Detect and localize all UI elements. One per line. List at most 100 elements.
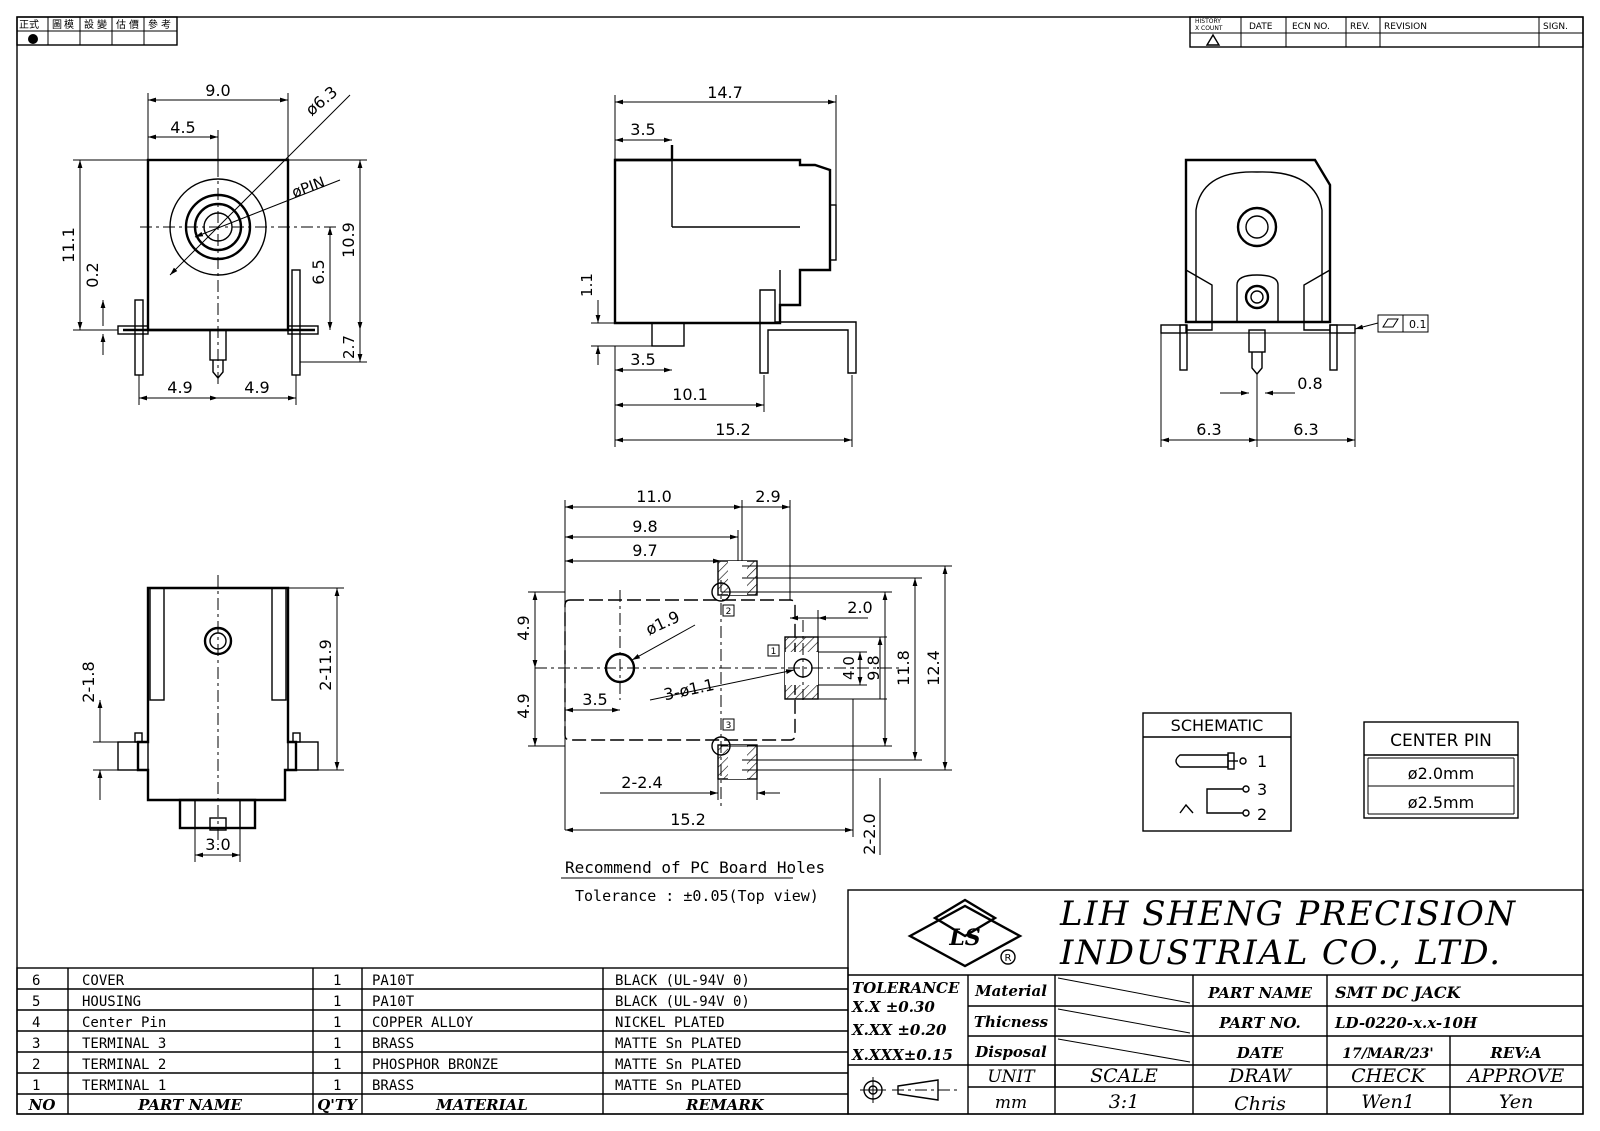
bom-no: 6 [32,973,40,989]
dim-pcb-224: 2-2.4 [621,773,662,792]
stamp-label-drawing: 圖 [52,19,62,31]
schematic-pin1: 1 [1257,752,1267,771]
tolerance-xx: X.X ±0.30 [851,998,935,1016]
part-name-label: PART NAME [1207,984,1312,1002]
bom-row: 4 Center Pin 1 COPPER ALLOY NICKEL PLATE… [32,1015,725,1031]
pcb-pin3-label: 3 [726,721,732,731]
stamp-label-reference: 參 [148,18,158,31]
bom-remark: NICKEL PLATED [615,1015,725,1031]
unit-label: UNIT [987,1067,1036,1087]
date-value: 17/MAR/23' [1342,1046,1433,1062]
bom-header-remark: REMARK [685,1096,765,1114]
bom-part-name: HOUSING [82,994,141,1010]
tolerance-xxx: X.XX ±0.20 [851,1021,947,1039]
dim-bottom-pin: 3.0 [205,835,230,854]
dim-pcb-98: 9.8 [632,517,657,536]
dim-front-half: 4.5 [170,118,195,137]
dim-front-right: 4.9 [244,378,269,397]
svg-text:R: R [1005,953,1012,964]
dim-front-pin: øPIN [289,173,327,202]
dim-pcb-152: 15.2 [670,810,706,829]
dim-front-foot: 2.7 [340,335,358,359]
scale-value: 3:1 [1109,1091,1140,1113]
pcb-layout: 2 3 1 11.0 2.9 9.8 9.7 2.0 4.9 4.9 ø1.9 … [514,487,952,905]
front-view: 9.0 4.5 ø6.3 øPIN 11.1 0.2 6.5 10.9 2.7 … [59,81,367,405]
rev-label: REV. [1350,22,1370,32]
company-name-line1: LIH SHENG PRECISION [1059,894,1516,934]
bom-part-name: TERMINAL 3 [82,1036,166,1052]
dim-pcb-20: 2.0 [847,598,872,617]
bom-header: NO PART NAME Q'TY MATERIAL REMARK [28,1096,765,1114]
date-label: DATE [1236,1044,1284,1062]
projection-symbol-icon [860,1077,960,1103]
center-pin-table: CENTER PIN ø2.0mm ø2.5mm [1363,721,1519,819]
dim-pcb-29: 2.9 [755,487,780,506]
bom-no: 2 [32,1057,40,1073]
warning-triangle-icon [1205,33,1221,46]
dim-front-center: 6.5 [309,259,328,284]
stamp-label-mold: 模 [64,19,74,31]
bom-row: 6 COVER 1 PA10T BLACK (UL-94V 0) [32,973,750,989]
dim-bottom-tall: 2-11.9 [316,639,335,691]
stamp-label-official: 正式 [19,18,39,31]
dim-front-width: 9.0 [205,81,230,100]
bom-header-no: NO [28,1096,56,1114]
dim-pcb-3hole: 3-ø1.1 [662,675,716,704]
bom-remark: BLACK (UL-94V 0) [615,994,750,1010]
revision-header: HISTORY X COUNT DATE ECN NO. REV. REVISI… [1189,16,1584,48]
official-dot-icon [28,34,38,44]
material-label: Material [974,982,1047,1000]
dim-pcb-98-vertical: 9.8 [864,655,883,680]
rev-value: REV:A [1489,1044,1541,1062]
bom-row: 2 TERMINAL 2 1 PHOSPHOR BRONZE MATTE Sn … [32,1057,741,1073]
bill-of-materials: 6 COVER 1 PA10T BLACK (UL-94V 0) 5 HOUSI… [16,967,849,1115]
bom-material: BRASS [372,1078,414,1094]
stamp-label-change: 變 [97,18,107,31]
dim-side-step: 3.5 [630,120,655,139]
company-logo-icon: LS R [907,898,1023,968]
bom-row: 5 HOUSING 1 PA10T BLACK (UL-94V 0) [32,994,750,1010]
dim-pcb-49-top: 4.9 [514,615,533,640]
bom-no: 4 [32,1015,40,1031]
bom-header-material: MATERIAL [435,1096,528,1114]
pcb-caption: Recommend of PC Board Holes [565,858,825,877]
dim-pcb-hole: ø1.9 [643,607,683,639]
dim-pcb-11: 11.0 [636,487,672,506]
sign-label: SIGN. [1543,22,1568,32]
side-view: 14.7 3.5 1.1 3.5 10.1 15.2 [578,83,857,447]
schematic-box: SCHEMATIC 1 3 2 [1142,712,1292,832]
dim-rear-flatness: 0.1 [1409,318,1427,331]
dim-pcb-124: 12.4 [924,650,943,686]
bom-qty: 1 [333,1036,341,1052]
bom-header-part-name: PART NAME [137,1096,242,1114]
dim-side-length: 14.7 [707,83,743,102]
dim-side-mid: 10.1 [672,385,708,404]
disposal-label: Disposal [974,1043,1047,1061]
dim-side-total: 15.2 [715,420,751,439]
bom-row: 1 TERMINAL 1 1 BRASS MATTE Sn PLATED [32,1078,741,1094]
schematic-pin2: 2 [1257,805,1267,824]
pcb-tolerance: Tolerance : ±0.05(Top view) [575,887,819,905]
xcount-label: X COUNT [1195,25,1223,32]
history-label: HISTORY [1195,18,1221,25]
check-label: CHECK [1351,1065,1427,1087]
bom-row: 3 TERMINAL 3 1 BRASS MATTE Sn PLATED [32,1036,741,1052]
draw-value: Chris [1234,1093,1286,1115]
bom-remark: MATTE Sn PLATED [615,1078,741,1094]
bom-part-name: Center Pin [82,1015,166,1031]
dim-front-diameter: ø6.3 [302,82,341,119]
bom-no: 3 [32,1036,40,1052]
center-pin-option-25: ø2.5mm [1408,793,1474,812]
company-name-line2: INDUSTRIAL CO., LTD. [1059,933,1500,973]
revision-label: REVISION [1384,22,1427,32]
pcb-pin1-label: 1 [771,647,777,657]
bom-material: BRASS [372,1036,414,1052]
bom-material: COPPER ALLOY [372,1015,474,1031]
draw-label: DRAW [1228,1065,1292,1087]
center-pin-option-20: ø2.0mm [1408,764,1474,783]
bom-remark: BLACK (UL-94V 0) [615,973,750,989]
bom-no: 5 [32,994,40,1010]
approve-label: APPROVE [1466,1065,1565,1087]
bom-remark: MATTE Sn PLATED [615,1036,741,1052]
